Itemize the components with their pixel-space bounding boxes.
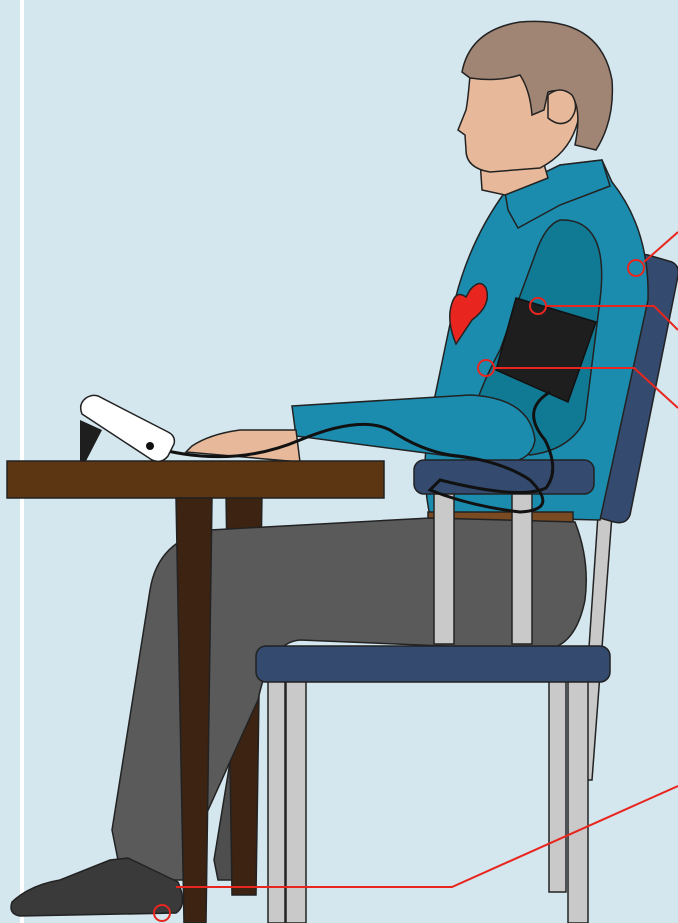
table-top <box>7 461 384 498</box>
chair-front-leg-right <box>568 682 588 923</box>
chair-seat <box>256 646 610 682</box>
chair-rear-leg-left <box>268 672 285 923</box>
ear <box>548 90 576 124</box>
chair-rear-leg-right <box>549 672 566 892</box>
chair-armrest <box>414 460 594 494</box>
chair-arm-post-right <box>512 494 532 644</box>
chair-arm-post-left <box>434 494 454 644</box>
monitor-port <box>146 442 154 450</box>
